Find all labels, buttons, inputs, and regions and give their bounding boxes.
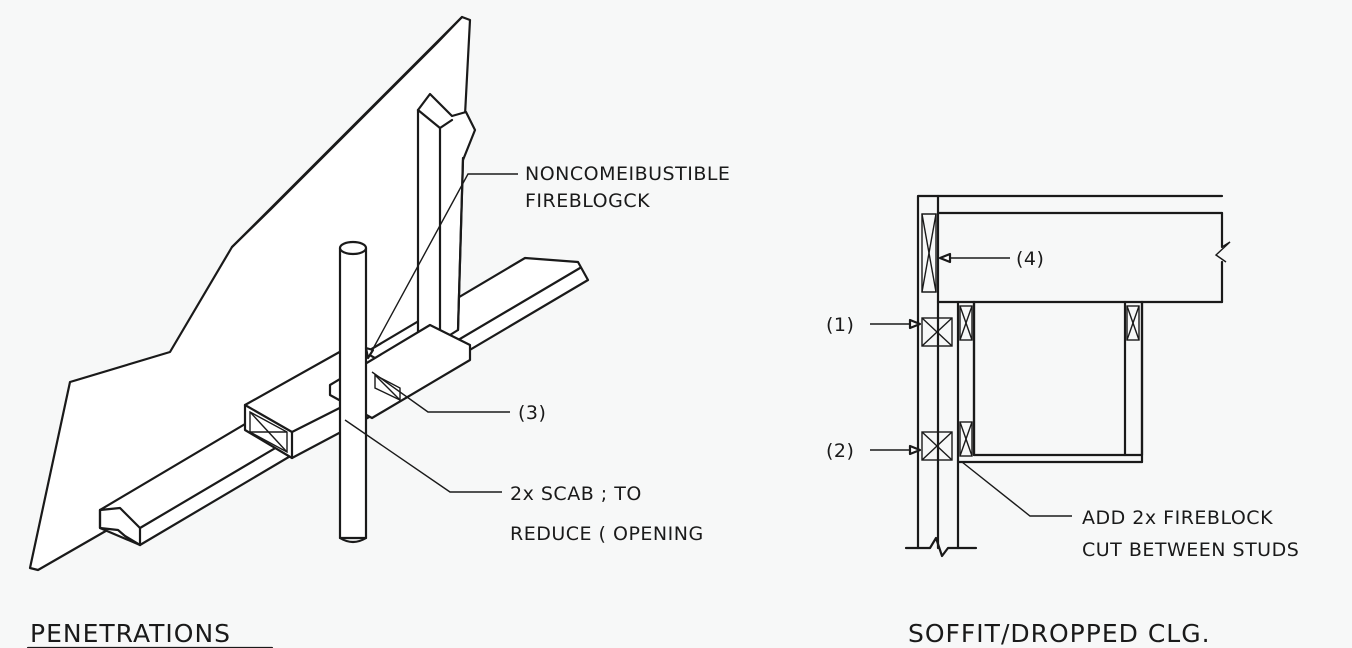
leader-add-fireblock	[961, 461, 1072, 517]
fireblock-1	[921, 317, 953, 347]
callout-3: (3)	[518, 402, 546, 424]
callout-4: (4)	[1016, 248, 1044, 270]
callout-scab-line2: REDUCE ( OPENING	[510, 523, 704, 545]
leader-scab	[344, 419, 502, 493]
wall-panel-edge	[230, 15, 464, 249]
callout-noncombustible-line2: FIREBLOGCK	[525, 190, 650, 212]
penetrations-detail: NONCOMEIBUSTIBLE FIREBLOGCK (3) 2x SCAB …	[26, 15, 730, 648]
wall-break	[904, 536, 978, 558]
wall-panel	[28, 15, 472, 572]
leader-3	[371, 371, 510, 413]
soffit-block-right	[1126, 305, 1140, 341]
ceiling-joist	[916, 194, 1224, 550]
soffit-box	[972, 300, 1144, 457]
leader-noncombustible	[367, 173, 518, 359]
fireblock-2	[921, 431, 953, 461]
callout-1: (1)	[826, 314, 854, 336]
callout-add-fireblock-line1: ADD 2x FIREBLOCK	[1082, 507, 1273, 529]
callout-2: (2)	[826, 440, 854, 462]
soffit-block-left	[959, 305, 973, 457]
callout-noncombustible-line1: NONCOMEIBUSTIBLE	[525, 163, 730, 185]
soffit-title: SOFFIT/DROPPED CLG.	[908, 619, 1211, 648]
pipe	[338, 240, 368, 544]
callout-scab-line1: 2x SCAB ; TO	[510, 483, 642, 505]
callout-add-fireblock-line2: CUT BETWEEN STUDS	[1082, 539, 1299, 561]
penetrations-title: PENETRATIONS	[30, 619, 231, 648]
soffit-detail: (4) (1) (2) ADD 2x FIREBLOCK CUT BETWEEN…	[826, 194, 1299, 648]
